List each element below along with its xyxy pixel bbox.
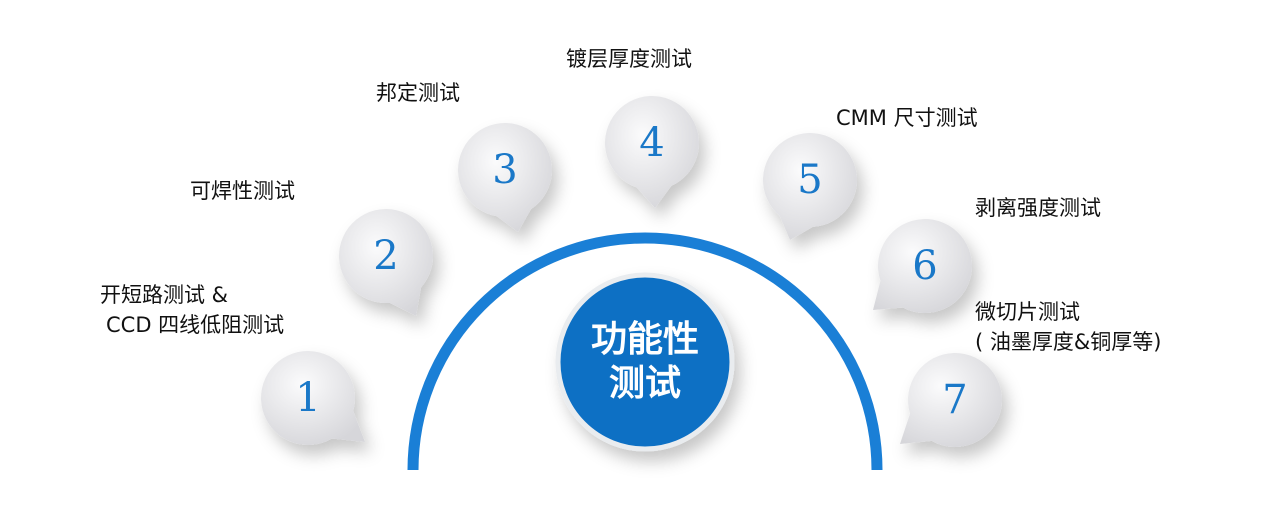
- bubble-number-4: 4: [639, 120, 665, 166]
- label-5: CMM 尺寸测试: [836, 106, 978, 130]
- speech-bubble-4: [604, 95, 699, 208]
- label-6: 剥离强度测试: [975, 196, 1101, 220]
- arc: [407, 232, 883, 471]
- speech-bubble-6: [873, 219, 972, 314]
- center-title: 功能性 测试: [570, 318, 720, 406]
- speech-bubble-1: [260, 351, 365, 445]
- bubble-number-1: 1: [295, 375, 321, 421]
- bubble-number-6: 6: [912, 243, 938, 289]
- bubble-number-2: 2: [373, 233, 399, 279]
- center-title-line1: 功能性: [590, 319, 699, 360]
- speech-bubble-5: [762, 133, 857, 240]
- label-2: 可焊性测试: [190, 179, 295, 203]
- bubble-number-3: 3: [492, 147, 518, 193]
- bubble-number-7: 7: [942, 377, 968, 423]
- bubble-number-5: 5: [797, 157, 823, 203]
- center-circle: [555, 272, 735, 452]
- speech-bubble-2: [339, 208, 434, 316]
- center-title-line2: 测试: [608, 363, 681, 404]
- label-1: 开短路测试 &CCD 四线低阻测试: [100, 283, 285, 337]
- label-4: 镀层厚度测试: [566, 47, 692, 71]
- label-7: 微切片测试( 油墨厚度&铜厚等): [975, 300, 1162, 354]
- speech-bubble-3: [458, 122, 553, 232]
- label-3: 邦定测试: [376, 81, 460, 105]
- speech-bubble-7: [900, 352, 1002, 447]
